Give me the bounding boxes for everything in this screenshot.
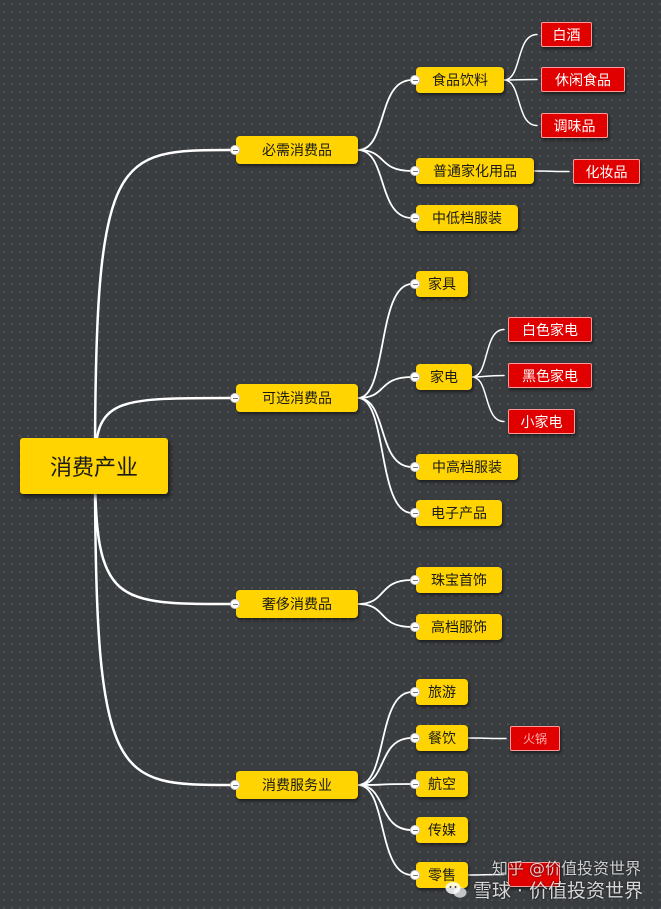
connector-line (357, 376, 413, 399)
connector-line (471, 374, 505, 378)
collapse-toggle[interactable] (410, 213, 420, 223)
connector-line (503, 78, 538, 81)
subtopic-node[interactable]: 普通家化用品 (416, 158, 534, 184)
connector-line (357, 691, 413, 786)
subtopic-node[interactable]: 零售 (416, 862, 468, 888)
root-node[interactable]: 消费产业 (20, 438, 168, 494)
connector-line (357, 397, 413, 468)
connector-line (357, 737, 413, 786)
subtopic-node[interactable]: 中低档服装 (416, 205, 518, 231)
subtopic-node[interactable]: 电子产品 (416, 500, 502, 526)
watermark: 雪球 · 价值投资世界 (445, 876, 643, 903)
subtopic-node[interactable]: 旅游 (416, 679, 468, 705)
watermark-text: 雪球 · 价值投资世界 (472, 880, 643, 902)
subtopic-node[interactable]: 餐饮 (416, 725, 468, 751)
leaf-node[interactable]: 白色家电 (508, 317, 592, 342)
collapse-toggle[interactable] (230, 599, 240, 609)
connector-line (357, 784, 413, 876)
subtopic-node[interactable]: 珠宝首饰 (416, 567, 502, 593)
connector-line (503, 33, 538, 81)
connector-line (93, 464, 234, 787)
connector-line (471, 376, 505, 423)
subtopic-node[interactable]: 高档服饰 (416, 614, 502, 640)
connector-line (357, 579, 413, 605)
branch-node[interactable]: 消费服务业 (236, 771, 358, 799)
connector-line (93, 148, 234, 468)
leaf-node[interactable]: 休闲食品 (541, 67, 625, 92)
collapse-toggle[interactable] (410, 279, 420, 289)
subtopic-node[interactable]: 传媒 (416, 817, 468, 843)
connector-line (533, 170, 570, 173)
collapse-toggle[interactable] (410, 462, 420, 472)
connector-line (467, 873, 505, 876)
collapse-toggle[interactable] (410, 687, 420, 697)
connector-line (471, 328, 505, 378)
leaf-node[interactable]: 调味品 (541, 113, 608, 138)
subtopic-node[interactable]: 家具 (416, 271, 468, 297)
collapse-toggle[interactable] (410, 508, 420, 518)
connector-line (357, 784, 413, 831)
leaf-node[interactable]: 白酒 (541, 22, 592, 47)
branch-node[interactable]: 可选消费品 (236, 384, 358, 412)
collapse-toggle[interactable] (410, 825, 420, 835)
collapse-toggle[interactable] (230, 780, 240, 790)
connector-line (357, 603, 413, 628)
branch-node[interactable]: 奢侈消费品 (236, 590, 358, 618)
collapse-toggle[interactable] (230, 145, 240, 155)
subtopic-node[interactable]: 中高档服装 (416, 454, 518, 480)
connector-line (357, 397, 413, 514)
leaf-node[interactable]: 化妆品 (573, 159, 640, 184)
collapse-toggle[interactable] (410, 166, 420, 176)
collapse-toggle[interactable] (410, 622, 420, 632)
connector-line (357, 149, 413, 172)
connector-line (357, 79, 413, 151)
leaf-node[interactable] (508, 862, 560, 887)
connector-line (503, 79, 538, 127)
leaf-node[interactable]: 黑色家电 (508, 363, 592, 388)
connector-line (357, 283, 413, 399)
collapse-toggle[interactable] (410, 372, 420, 382)
collapse-toggle[interactable] (410, 870, 420, 880)
collapse-toggle[interactable] (410, 575, 420, 585)
subtopic-node[interactable]: 航空 (416, 771, 468, 797)
leaf-node[interactable]: 小家电 (508, 409, 575, 434)
collapse-toggle[interactable] (410, 779, 420, 789)
subtopic-node[interactable]: 家电 (416, 364, 472, 390)
connector-line (357, 149, 413, 219)
branch-node[interactable]: 必需消费品 (236, 136, 358, 164)
collapse-toggle[interactable] (410, 733, 420, 743)
connector-line (357, 783, 413, 786)
collapse-toggle[interactable] (230, 393, 240, 403)
watermark-zhihu: 知乎 @价值投资世界 (491, 859, 641, 878)
leaf-node[interactable]: 火锅 (510, 726, 560, 751)
collapse-toggle[interactable] (410, 75, 420, 85)
wechat-icon (445, 881, 467, 898)
subtopic-node[interactable]: 食品饮料 (416, 67, 504, 93)
connector-line (467, 737, 507, 740)
